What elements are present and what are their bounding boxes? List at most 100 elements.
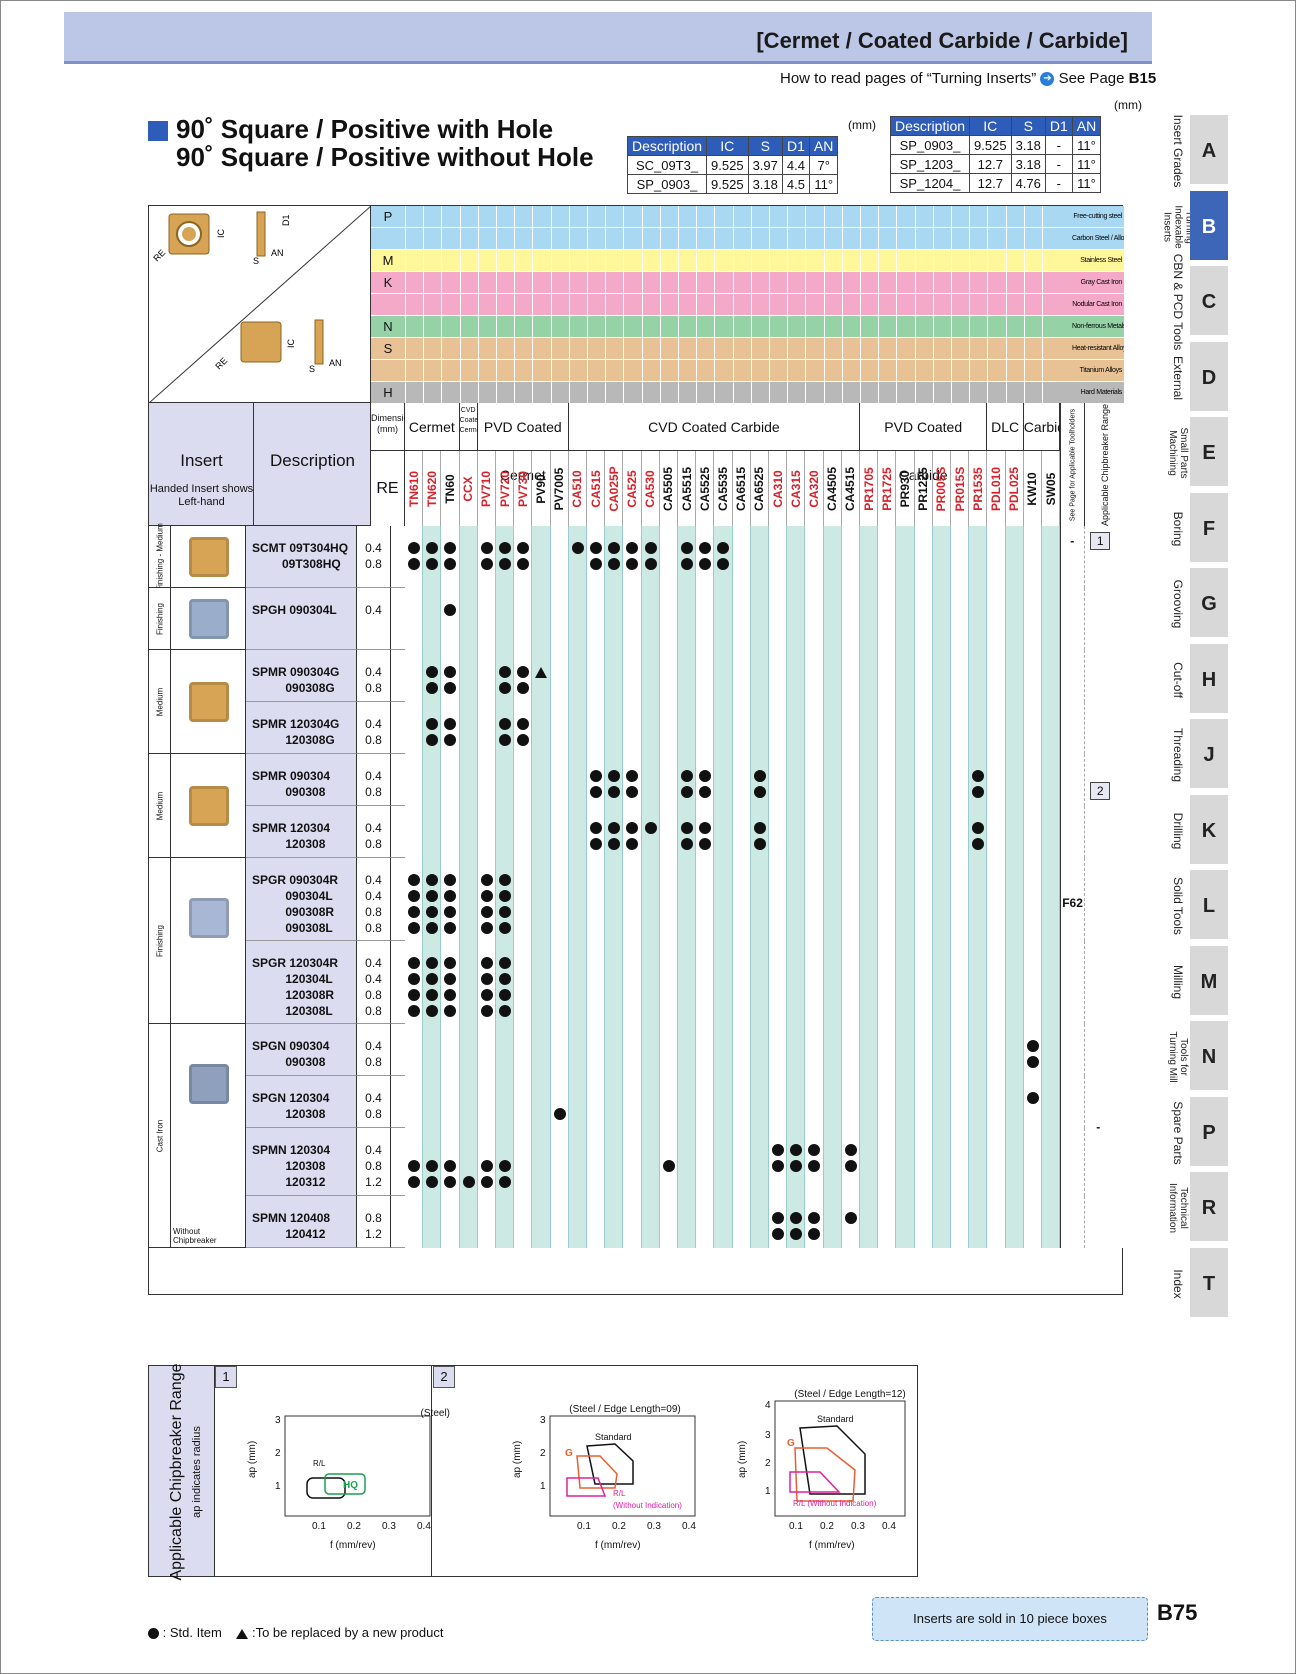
grade-cell	[896, 588, 915, 650]
grade-cell	[914, 754, 933, 806]
description-cell: SPGN 120304 120308	[246, 1076, 357, 1128]
grade-cell	[605, 650, 624, 702]
tab-label: Technical Information	[1166, 1172, 1190, 1244]
tab-E[interactable]: E	[1190, 417, 1228, 489]
description-cell: SPMR 090304 090308	[246, 754, 357, 806]
grid-line	[750, 338, 752, 360]
std-item-dot	[517, 558, 530, 570]
grade-cell	[623, 941, 642, 1024]
grid-line	[896, 294, 898, 316]
tab-K[interactable]: K	[1190, 794, 1228, 867]
std-item-dot	[608, 822, 621, 834]
grid-line	[750, 250, 752, 272]
material-label: Carbon Steel / Alloy Steel	[1072, 228, 1124, 249]
std-item-dot	[626, 786, 639, 798]
tab-D[interactable]: D	[1190, 341, 1228, 414]
group-header: CVD Coated Carbide	[568, 403, 860, 451]
grade-cell	[1042, 858, 1061, 941]
grid-line	[659, 228, 661, 250]
tab-F[interactable]: F	[1190, 492, 1228, 565]
std-item-dot	[699, 822, 712, 834]
grid-line	[969, 250, 971, 272]
grade-name: CA320	[806, 469, 821, 508]
std-item-dot	[426, 922, 439, 934]
grid-line	[459, 360, 461, 382]
tab-J[interactable]: J	[1190, 719, 1228, 791]
grade-cells	[391, 1076, 1124, 1128]
grade-cell	[769, 702, 788, 754]
grade-cell	[787, 941, 806, 1024]
tab-C[interactable]: C	[1190, 266, 1228, 338]
tab-H[interactable]: H	[1190, 643, 1228, 716]
grade-cell	[459, 806, 478, 858]
grade-cell	[641, 858, 660, 941]
how-to-read[interactable]: How to read pages of “Turning Inserts” ➔…	[780, 70, 1156, 87]
grid-line	[932, 294, 934, 316]
grid-line	[696, 360, 698, 382]
grade-cell	[496, 754, 515, 806]
insert-image	[189, 1064, 229, 1104]
grade-column: CA6525	[751, 451, 769, 526]
grid-line	[641, 250, 643, 272]
grid-line	[1023, 250, 1025, 272]
grid-line	[641, 382, 643, 404]
tab-B[interactable]: B	[1190, 190, 1228, 263]
grade-column: CA6515	[733, 451, 751, 526]
tab-G[interactable]: G	[1190, 568, 1228, 640]
std-item-dot	[444, 666, 457, 678]
grid-line	[550, 338, 552, 360]
section-label: Finishing	[149, 588, 171, 650]
grid-line	[587, 316, 588, 338]
grade-cell	[1023, 1196, 1042, 1248]
grade-cell	[550, 526, 569, 588]
material-code: P	[383, 209, 393, 224]
grade-cell	[860, 650, 879, 702]
grade-cell	[1042, 941, 1061, 1024]
grade-cell	[860, 858, 879, 941]
grade-cell	[514, 1128, 533, 1196]
grade-cell	[477, 702, 496, 754]
chipbreaker-cell	[1085, 858, 1124, 941]
std-item-dot	[444, 1160, 457, 1172]
tab-M[interactable]: M	[1190, 945, 1228, 1018]
grid-line	[951, 382, 952, 404]
see-page-link[interactable]: B15	[1128, 70, 1157, 87]
grade-column: CA5535	[714, 451, 733, 526]
grid-line	[678, 228, 679, 250]
std-item-dot	[753, 822, 766, 834]
std-item-dot	[844, 1160, 857, 1172]
std-item-dot	[699, 786, 712, 798]
tab-R[interactable]: R	[1190, 1172, 1228, 1244]
grade-cell	[514, 1196, 533, 1248]
grade-cell	[932, 1076, 951, 1128]
ic-label-2: IC	[286, 338, 296, 348]
tab-A[interactable]: A	[1190, 115, 1228, 187]
grade-cell	[532, 702, 551, 754]
grade-cell	[932, 941, 951, 1024]
std-item-dot	[499, 1176, 511, 1188]
tab-N[interactable]: N	[1190, 1021, 1228, 1093]
tab-P[interactable]: P	[1190, 1096, 1228, 1169]
grid-line	[987, 294, 989, 316]
grade-cell	[896, 858, 915, 941]
grade-cell	[914, 858, 933, 941]
grid-line	[987, 250, 989, 272]
chipbreaker-cell	[1085, 1196, 1124, 1248]
std-item-dot	[426, 957, 439, 969]
grade-cell	[423, 806, 442, 858]
grid-line	[623, 228, 625, 250]
tab-T[interactable]: T	[1190, 1247, 1228, 1320]
grid-line	[841, 206, 843, 228]
insert-image-cell	[171, 858, 246, 1024]
tab-L[interactable]: L	[1190, 870, 1228, 942]
re-cell: 0.4 0.8	[357, 806, 391, 858]
grade-cell	[514, 1024, 533, 1076]
grade-cell	[714, 1196, 733, 1248]
header-title: [Cermet / Coated Carbide / Carbide]	[756, 28, 1128, 53]
grade-cell	[914, 941, 933, 1024]
grade-cell	[459, 588, 478, 650]
grade-cell	[477, 1076, 496, 1128]
grid-line	[987, 316, 989, 338]
grade-cell	[441, 806, 460, 858]
